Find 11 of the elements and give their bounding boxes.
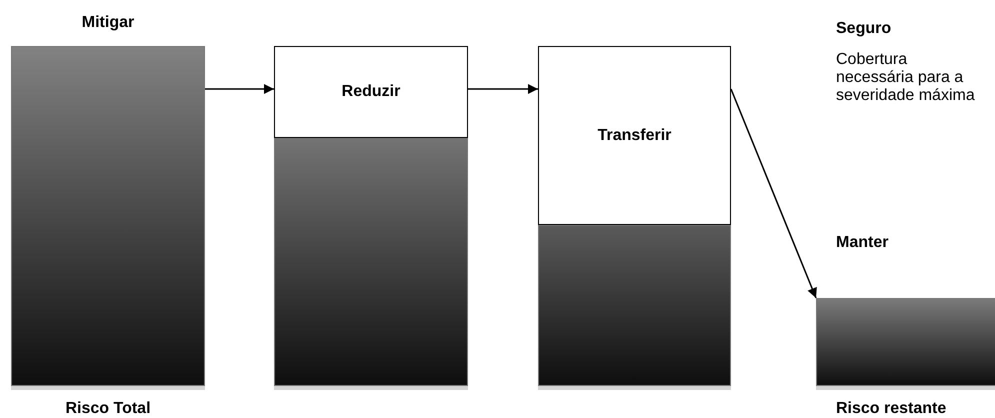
arrow: [205, 84, 274, 94]
column-heading: Mitigar: [82, 14, 134, 32]
column-caption: Risco Total: [65, 400, 151, 418]
column-caption: Risco restante: [836, 400, 946, 418]
note-text: Cobertura necessária para a severidade máxima: [836, 51, 976, 105]
process-box: Reduzir: [274, 46, 468, 138]
process-box: Transferir: [538, 46, 731, 225]
column-heading: Manter: [836, 234, 888, 252]
section-heading: Seguro: [836, 20, 892, 38]
arrow: [468, 84, 538, 94]
arrow: [730, 88, 817, 298]
